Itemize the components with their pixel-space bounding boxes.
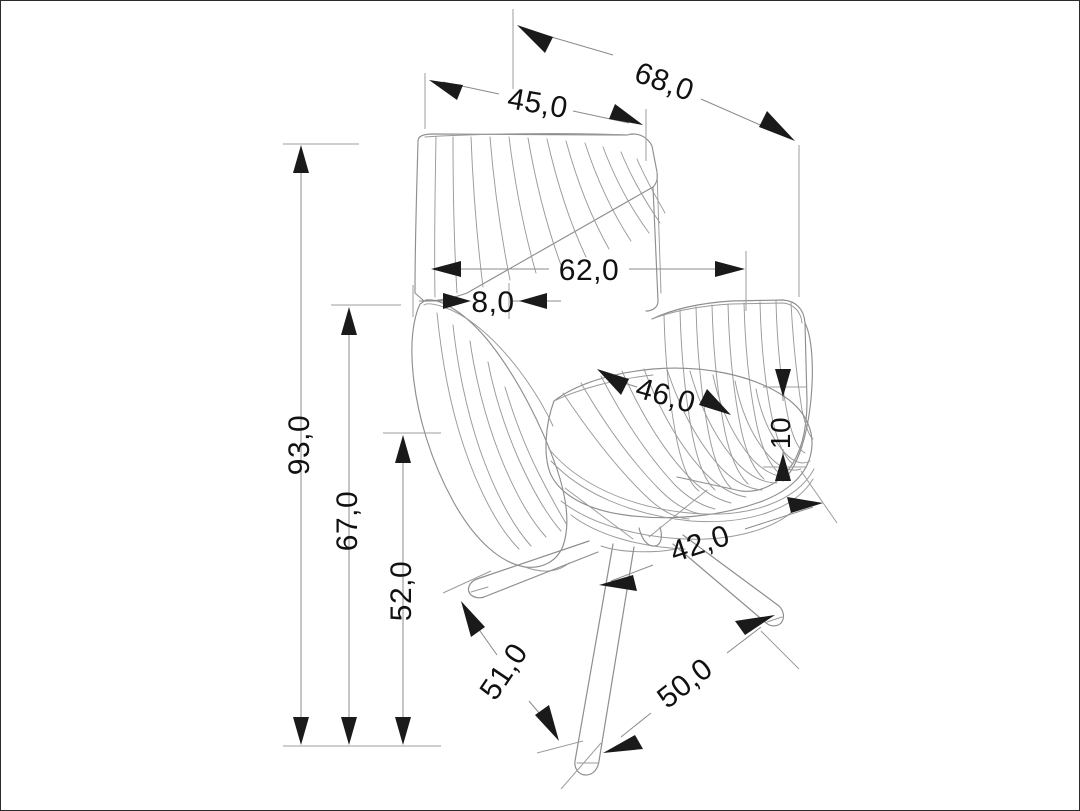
dim-label-67: 67,0 [331, 491, 364, 551]
dim-label-68: 68,0 [630, 56, 698, 108]
dim-label-52: 52,0 [385, 561, 418, 621]
dimension-inner-span: 62,0 [431, 251, 747, 311]
dimension-armrest-height: 52,0 [383, 432, 441, 747]
dimension-back-thickness: 8,0 [412, 283, 561, 319]
dim-label-93: 93,0 [283, 415, 316, 475]
dim-label-51: 51,0 [474, 637, 535, 706]
dimension-base-span-rear: 42,0 [599, 470, 838, 591]
dim-label-42: 42,0 [666, 519, 734, 569]
dim-label-46: 46,0 [632, 372, 699, 420]
dimension-overall-height: 93,0 [283, 143, 359, 747]
dimension-base-span-left: 51,0 [442, 570, 584, 754]
dimension-cushion-thickness: 10 [763, 369, 807, 481]
chair-illustration [411, 133, 815, 776]
dim-label-45: 45,0 [505, 82, 570, 125]
swivel-base [467, 487, 785, 776]
left-armrest [411, 299, 570, 572]
dim-label-62: 62,0 [559, 254, 619, 287]
dim-label-8: 8,0 [471, 286, 514, 319]
dimension-backrest-top-width: 45,0 [424, 73, 647, 161]
dimension-seat-depth: 46,0 [597, 369, 731, 420]
dimension-backrest-height: 67,0 [331, 304, 401, 747]
backrest [414, 133, 666, 312]
dim-label-10: 10 [765, 417, 796, 449]
seat-underside [560, 500, 794, 550]
dim-label-50: 50,0 [651, 652, 719, 715]
